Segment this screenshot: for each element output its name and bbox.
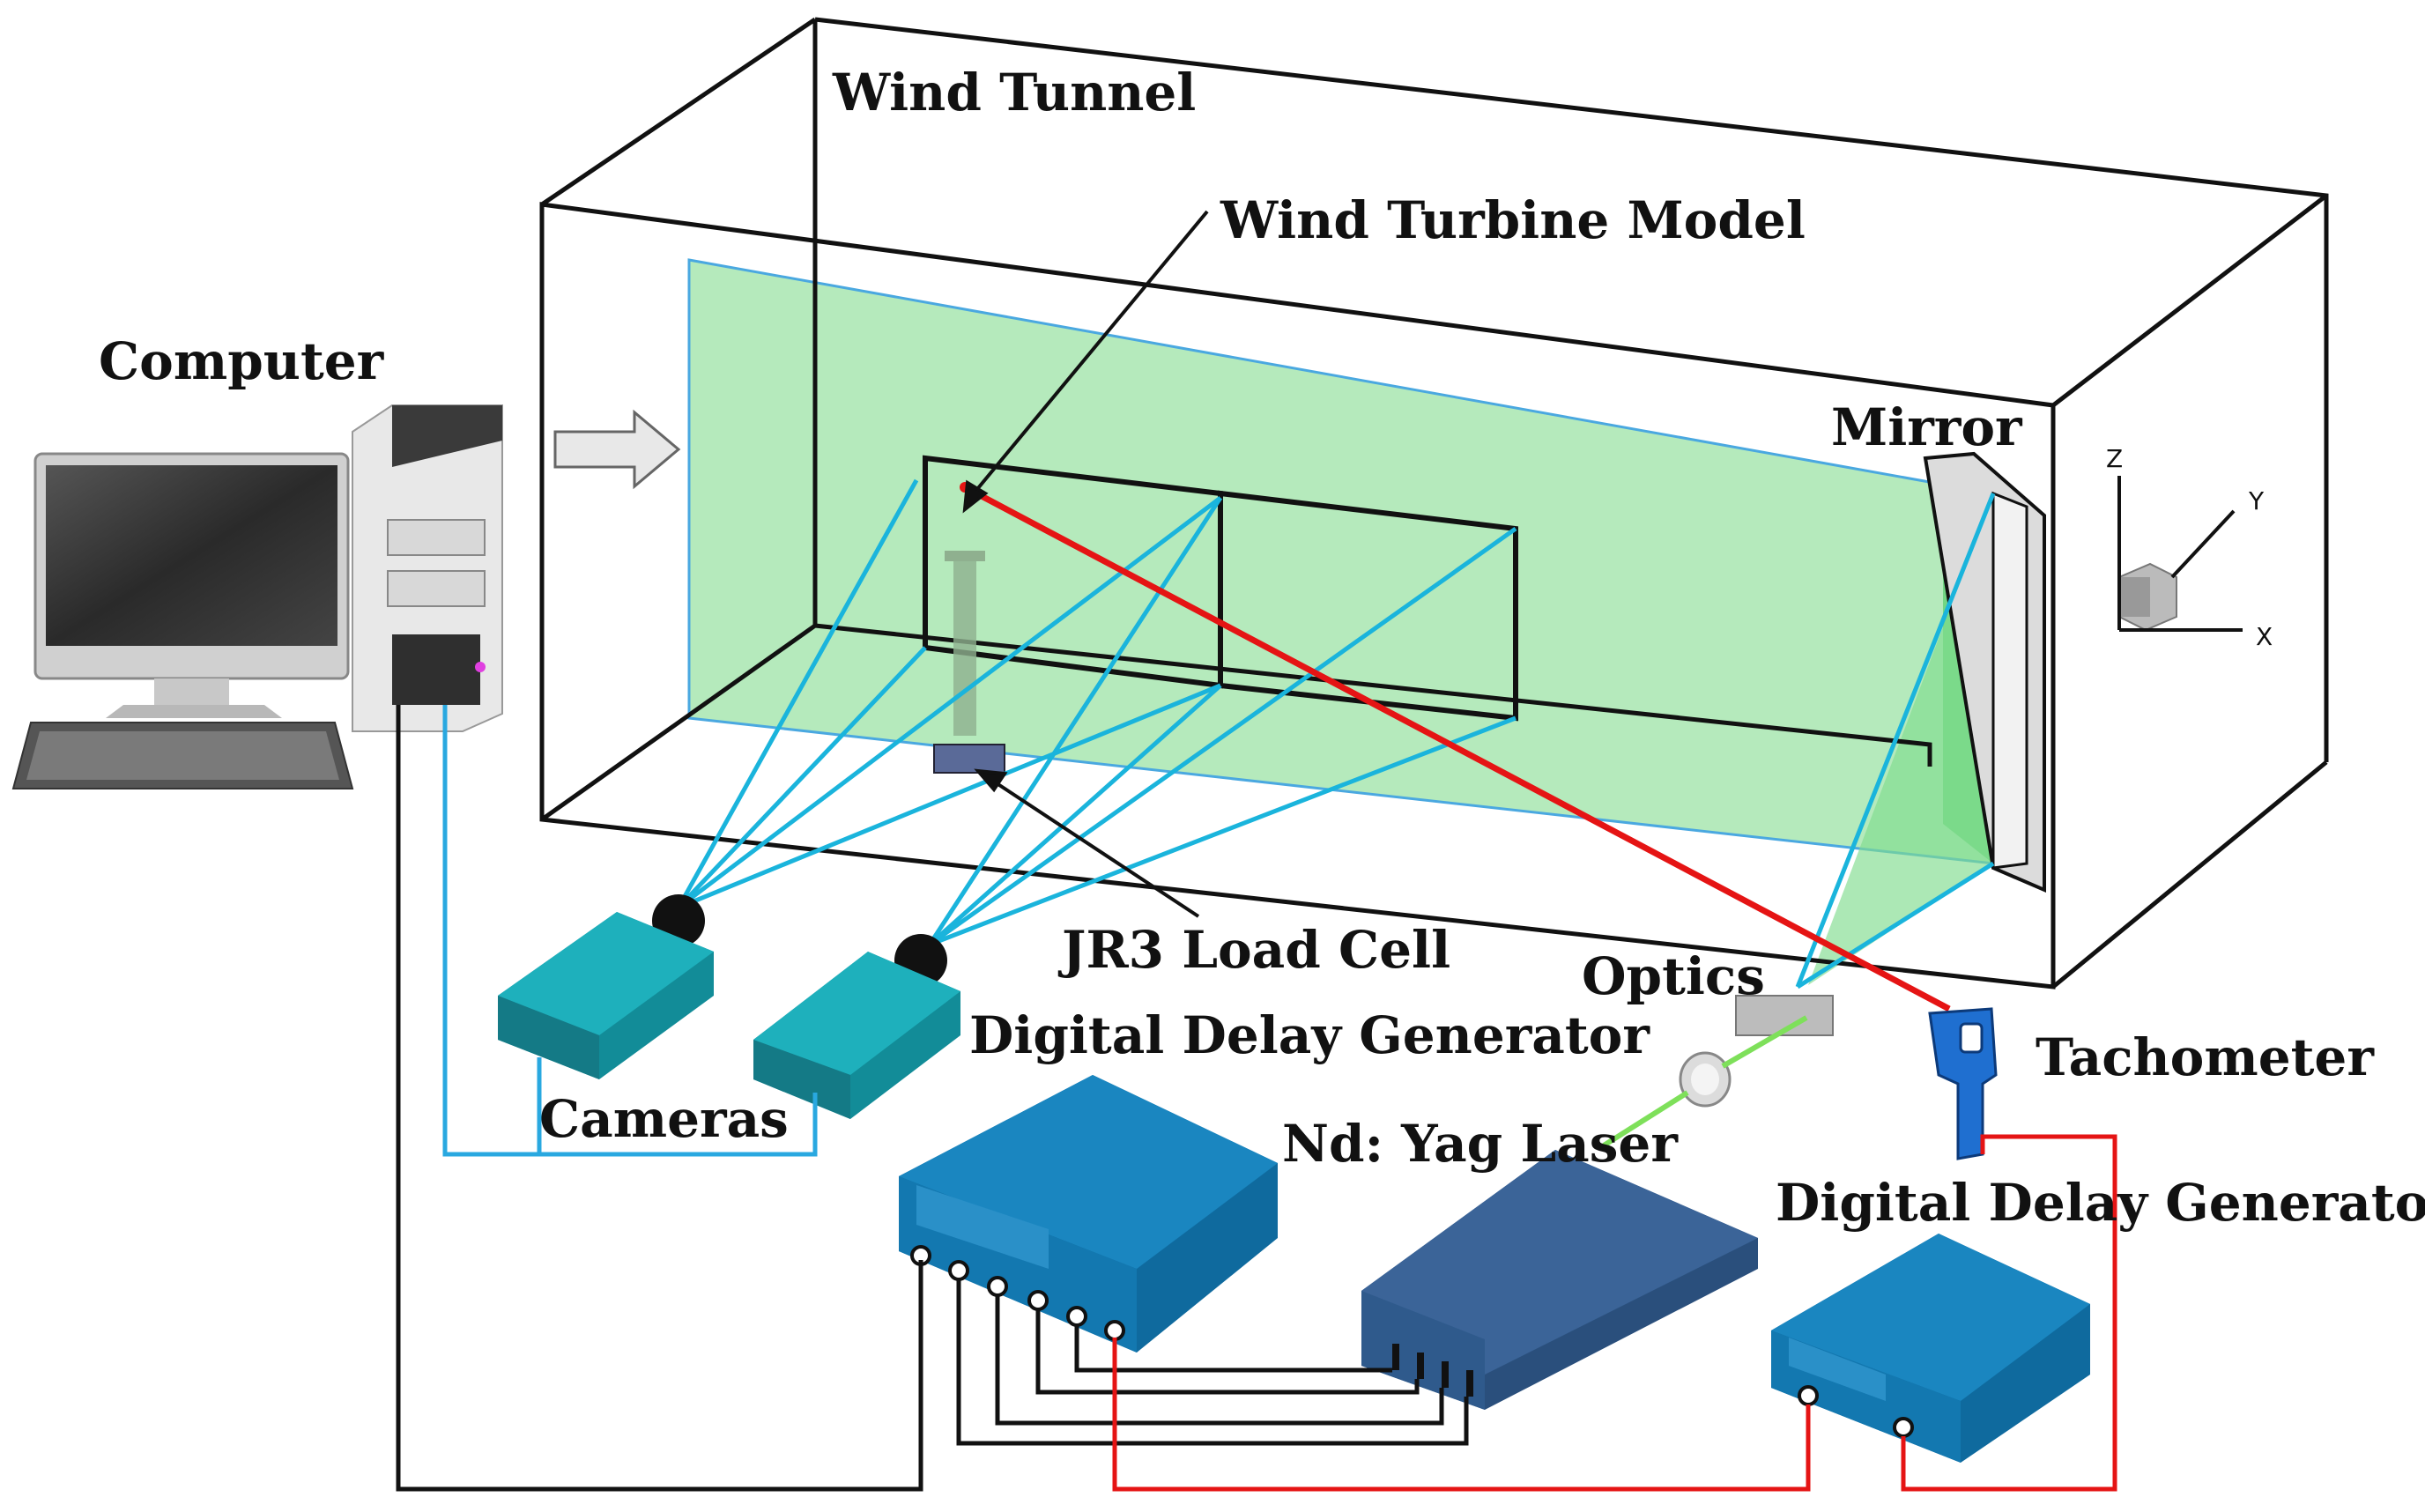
mirror [1923,451,2046,893]
leader-arrows [962,210,1209,918]
camera-fov-lines [676,478,1996,989]
axis-z-label: Z [2106,444,2123,473]
desktop-computer-icon [11,404,503,789]
laser-beam-lower [1602,1090,1689,1148]
label-laser: Nd: Yag Laser [1282,1114,1679,1174]
optics [1679,995,1834,1108]
arrow-right-icon [553,409,681,490]
label-load-cell: JR3 Load Cell [1057,920,1450,980]
label-delay-generator-main: Digital Delay Generator [969,1005,1650,1065]
xyz-axes-icon: Z Y X [2106,444,2273,651]
camera-left [498,894,714,1079]
tachometer-beam [963,484,1951,1012]
wind-tunnel [539,17,2329,989]
label-delay-generator-second: Digital Delay Generator [1776,1173,2425,1233]
label-optics: Optics [1582,946,1765,1006]
camera-right [753,934,960,1119]
label-wind-turbine-model: Wind Turbine Model [1220,190,1806,250]
axis-y-label: Y [2248,486,2265,515]
label-tachometer: Tachometer [2036,1027,2375,1087]
delay-generator-main [899,1075,1278,1353]
trigger-cables [1112,1134,2117,1492]
label-computer: Computer [99,331,385,391]
generator-laser-cables [956,1278,1469,1446]
label-cameras: Cameras [539,1089,789,1149]
computer-cable [396,705,923,1492]
axis-x-label: X [2256,622,2273,651]
label-wind-tunnel: Wind Tunnel [832,63,1196,122]
camera-cables [442,705,818,1157]
label-mirror: Mirror [1831,397,2023,457]
ndyag-laser [1361,1150,1758,1410]
laser-sheet [687,258,1995,865]
laser-beam [1721,1015,1808,1069]
delay-generator-second [1771,1234,2090,1463]
wind-turbine-model [933,551,1005,774]
